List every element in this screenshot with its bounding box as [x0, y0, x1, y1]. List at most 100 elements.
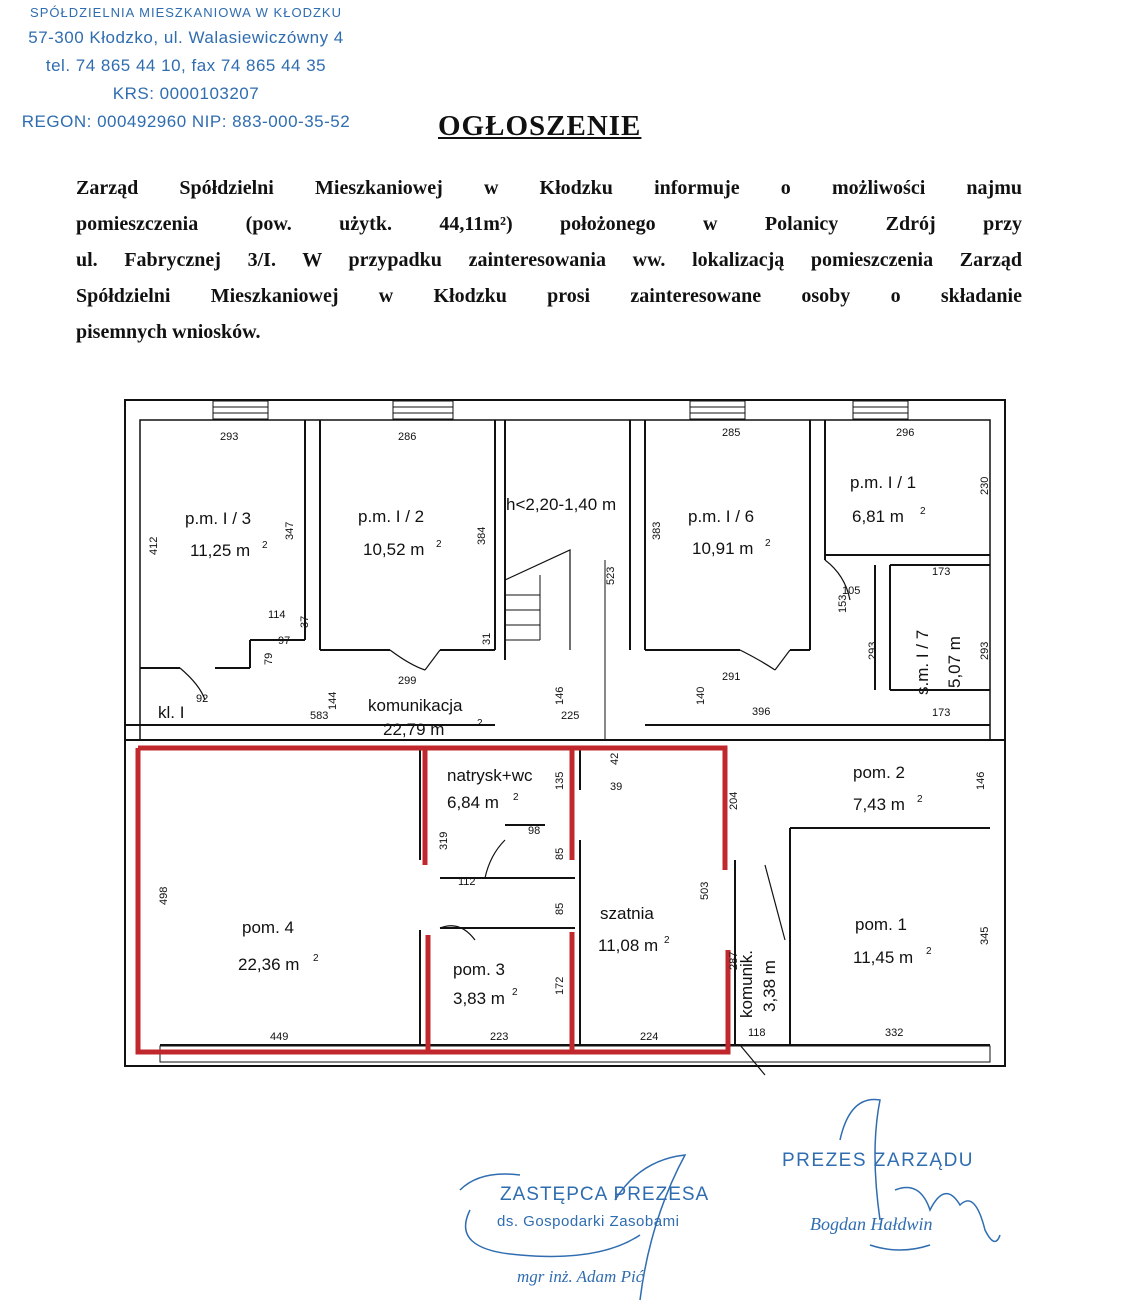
room-pm11-area: 6,81 m	[852, 507, 904, 526]
sup-natrysk: 2	[513, 792, 519, 803]
stamp-line-4: KRS: 0000103207	[112, 84, 260, 103]
dim-label: 79	[263, 653, 275, 665]
room-komunik-area: 3,38 m	[760, 960, 779, 1012]
room-pom4-area: 22,36 m	[238, 955, 299, 974]
corridor-name: komunikacja	[368, 696, 463, 715]
dim-label: 319	[438, 832, 450, 850]
stamp-line-3: tel. 74 865 44 10, fax 74 865 44 35	[45, 56, 327, 75]
sup-pm16: 2	[765, 538, 771, 549]
deputy-title: ZASTĘPCA PREZESA	[500, 1184, 709, 1205]
room-pm13-area: 11,25 m	[190, 541, 250, 560]
dim-label: 583	[310, 710, 328, 722]
dim-label: 135	[554, 772, 566, 790]
dim-label: 286	[398, 431, 416, 443]
room-pom3-name: pom. 3	[453, 960, 505, 979]
dim-label: 293	[220, 431, 238, 443]
deputy-name: mgr inż. Adam Pić	[517, 1267, 645, 1286]
dim-label: 92	[196, 693, 208, 705]
dim-label: 37	[299, 616, 311, 628]
corridor-area: 22,79 m	[383, 720, 444, 739]
room-sm-name: s.m. I / 7	[913, 630, 932, 695]
dim-label: 332	[885, 1027, 903, 1039]
floor-plan: p.m. I / 3 11,25 m 2 p.m. I / 2 10,52 m …	[124, 399, 1006, 1076]
dim-label: 173	[932, 566, 950, 578]
dim-label: 412	[148, 537, 160, 555]
dim-label: 85	[554, 848, 566, 860]
room-pm13-name: p.m. I / 3	[185, 509, 251, 528]
dim-label: 85	[554, 903, 566, 915]
dim-label: 345	[979, 927, 991, 945]
dim-label: 347	[284, 522, 296, 540]
sup-pom1: 2	[926, 946, 932, 957]
room-pom2-area: 7,43 m	[853, 795, 905, 814]
room-szatnia-area: 11,08 m	[598, 936, 658, 955]
dim-label: 449	[270, 1031, 288, 1043]
dim-label: 39	[610, 781, 622, 793]
sup-pom3: 2	[512, 987, 518, 998]
dim-label: 396	[752, 706, 770, 718]
dim-label: 287	[728, 952, 740, 970]
dim-label: 293	[867, 642, 879, 660]
dim-label: 144	[327, 692, 339, 710]
sup-szatnia: 2	[664, 935, 670, 946]
stamp-line-2: 57-300 Kłodzko, ul. Walasiewiczówny 4	[28, 28, 344, 47]
sup-pm12: 2	[436, 539, 442, 550]
room-szatnia-name: szatnia	[600, 904, 654, 923]
signatures-area: ZASTĘPCA PREZESA ds. Gospodarki Zasobami…	[459, 1098, 1001, 1301]
dim-label: 523	[605, 567, 617, 585]
dim-label: 291	[722, 671, 740, 683]
president-signature-icon	[839, 1098, 1001, 1251]
dim-label: 498	[158, 887, 170, 905]
dim-label: 140	[695, 687, 707, 705]
dim-label: 153	[837, 595, 849, 613]
room-pom1-area: 11,45 m	[853, 948, 913, 967]
room-pom3-area: 3,83 m	[453, 989, 505, 1008]
dim-label: 503	[699, 882, 711, 900]
dim-label: 225	[561, 710, 579, 722]
president-title: PREZES ZARZĄDU	[782, 1150, 974, 1171]
sup-kom: 2	[477, 718, 483, 729]
dim-label: 31	[481, 633, 493, 645]
dim-label: 146	[975, 772, 987, 790]
room-pm12-name: p.m. I / 2	[358, 507, 424, 526]
dim-label: 172	[554, 977, 566, 995]
dim-label: 224	[640, 1031, 658, 1043]
body-line-3: ul. Fabrycznej 3/I. W przypadku zaintere…	[76, 249, 1022, 271]
deputy-subtitle: ds. Gospodarki Zasobami	[497, 1213, 679, 1230]
room-pom2-name: pom. 2	[853, 763, 905, 782]
body-line-5: pisemnych wniosków.	[76, 321, 261, 343]
sup-pom2: 2	[917, 794, 923, 805]
room-pm16-name: p.m. I / 6	[688, 507, 754, 526]
dim-label: 204	[728, 792, 740, 810]
president-stamp: PREZES ZARZĄDU Bogdan Hałdwin	[782, 1098, 1001, 1251]
president-name: Bogdan Hałdwin	[810, 1214, 933, 1234]
body-line-4: Spółdzielni Mieszkaniowej w Kłodzku pros…	[76, 285, 1022, 307]
dim-label: 293	[979, 642, 991, 660]
stair-height-note: h<2,20-1,40 m	[506, 495, 616, 514]
sup-pm11: 2	[920, 506, 926, 517]
stamp-line-1: SPÓŁDZIELNIA MIESZKANIOWA W KŁODZKU	[30, 5, 342, 20]
room-komunik-name: komunik.	[737, 950, 756, 1018]
dim-label: 223	[490, 1031, 508, 1043]
room-pm11-name: p.m. I / 1	[850, 473, 916, 492]
dim-label: 97	[278, 635, 290, 647]
room-pm12-area: 10,52 m	[363, 540, 424, 559]
announcement-body: Zarząd Spółdzielni Mieszkaniowej w Kłodz…	[76, 170, 1022, 350]
sup-pom4: 2	[313, 953, 319, 964]
dim-label: 230	[979, 477, 991, 495]
dim-label: 383	[651, 522, 663, 540]
stamp-line-5: REGON: 000492960 NIP: 883-000-35-52	[21, 112, 351, 131]
cooperative-stamp: SPÓŁDZIELNIA MIESZKANIOWA W KŁODZKU 57-3…	[6, 2, 366, 136]
dim-label: 112	[458, 876, 476, 888]
room-natrysk-area: 6,84 m	[447, 793, 499, 812]
document-title: OGŁOSZENIE	[438, 110, 642, 142]
room-pom1-name: pom. 1	[855, 915, 907, 934]
dim-label: 105	[842, 585, 860, 597]
body-line-1: Zarząd Spółdzielni Mieszkaniowej w Kłodz…	[76, 177, 1022, 199]
sup-pm13: 2	[262, 540, 268, 551]
dim-label: 299	[398, 675, 416, 687]
deputy-signature-icon	[459, 1154, 687, 1301]
dim-label: 296	[896, 427, 914, 439]
room-sm-area: 5,07 m	[945, 636, 964, 688]
dim-label: 146	[554, 687, 566, 705]
